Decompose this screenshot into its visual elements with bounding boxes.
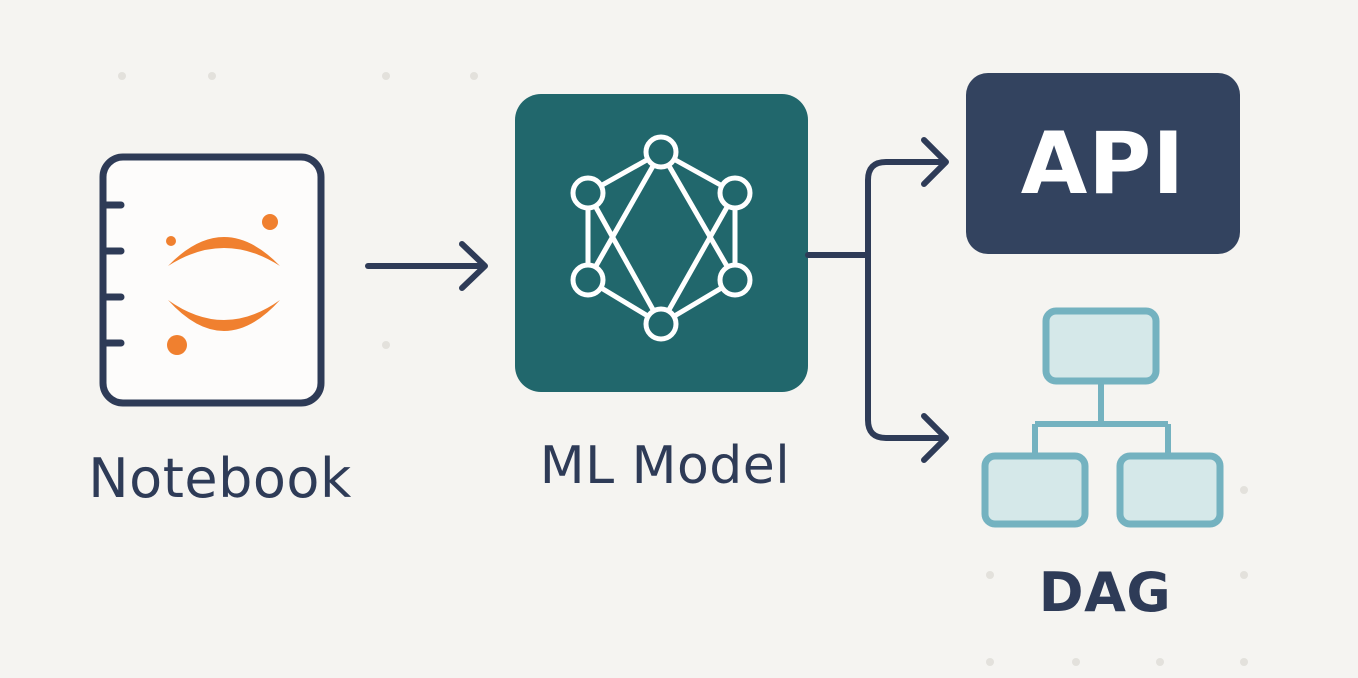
notebook-binding-tabs [99,201,125,347]
background-dots [118,72,1248,666]
api-label: API [1020,113,1186,214]
ml-model-node[interactable] [515,94,808,392]
notebook-label: Notebook [88,447,352,510]
arrow-model-branch [805,137,949,463]
api-node[interactable]: API [966,73,1240,254]
notebook-icon[interactable] [99,153,325,407]
dag-tree-icon[interactable] [981,307,1224,528]
dag-label: DAG [1038,561,1172,624]
ml-model-label: ML Model [539,436,791,496]
jupyter-logo-icon [166,214,280,355]
arrow-notebook-to-model [365,241,488,291]
neural-network-icon [570,134,753,342]
